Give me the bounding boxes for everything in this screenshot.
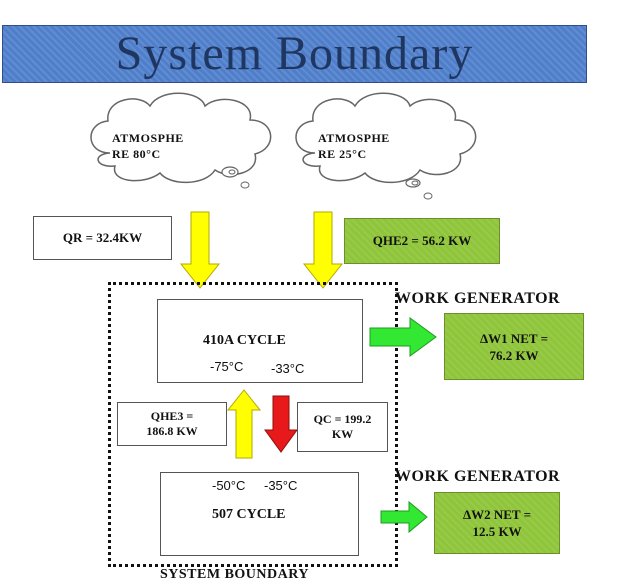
system-boundary-label: SYSTEM BOUNDARY xyxy=(160,567,309,582)
heat-up-arrow xyxy=(226,389,262,459)
w1-line2: 76.2 KW xyxy=(489,347,539,363)
work-generator-2-heading: WORK GENERATOR xyxy=(395,468,561,485)
w1-box: ΔW1 NET = 76.2 KW xyxy=(444,313,584,380)
cycle-410a-box xyxy=(157,299,363,383)
cycle-507-temp-high: -35°C xyxy=(264,478,298,493)
heat-in-arrow-right xyxy=(302,211,344,289)
qhe3-line1: QHE3 = xyxy=(150,409,194,423)
cycle-507-label: 507 CYCLE xyxy=(212,507,286,522)
system-boundary-box xyxy=(108,282,398,567)
cloud-80c xyxy=(90,92,272,189)
cloud-25c-line2: RE 25°C xyxy=(318,147,367,161)
cycle-410a-temp-low: -75°C xyxy=(210,359,244,374)
qhe2-box: QHE2 = 56.2 KW xyxy=(344,218,500,264)
work-out-arrow-1 xyxy=(369,317,437,357)
work-out-arrow-2 xyxy=(380,500,428,534)
w2-box: ΔW2 NET = 12.5 KW xyxy=(434,492,560,554)
cloud-80c-line2: RE 80°C xyxy=(112,147,161,161)
w2-line1: ΔW2 NET = xyxy=(462,507,532,522)
cloud-25c xyxy=(295,92,477,200)
title-text: System Boundary xyxy=(115,27,474,80)
heat-down-arrow xyxy=(264,395,298,453)
qc-line2: KW xyxy=(331,427,354,441)
w1-line1: ΔW1 NET = xyxy=(479,330,549,346)
qhe2-text: QHE2 = 56.2 KW xyxy=(372,233,472,248)
qc-box: QC = 199.2 KW xyxy=(297,402,388,452)
heat-in-arrow-left xyxy=(179,211,221,289)
qc-line1: QC = 199.2 xyxy=(313,412,372,426)
qhe3-box: QHE3 = 186.8 KW xyxy=(117,402,227,446)
qr-box: QR = 32.4KW xyxy=(33,216,172,260)
cycle-410a-temp-high: -33°C xyxy=(271,361,305,376)
cloud-80c-line1: ATMOSPHE xyxy=(112,131,184,145)
w2-line2: 12.5 KW xyxy=(472,524,522,539)
cycle-410a-label: 410A CYCLE xyxy=(203,333,286,348)
title-banner: System Boundary xyxy=(2,25,587,83)
cycle-507-box xyxy=(160,472,359,556)
qhe3-line2: 186.8 KW xyxy=(146,424,198,438)
cloud-25c-line1: ATMOSPHE xyxy=(318,131,390,145)
qr-text: QR = 32.4KW xyxy=(62,230,143,245)
cycle-507-temp-low: -50°C xyxy=(212,478,246,493)
work-generator-1-heading: WORK GENERATOR xyxy=(395,290,561,307)
